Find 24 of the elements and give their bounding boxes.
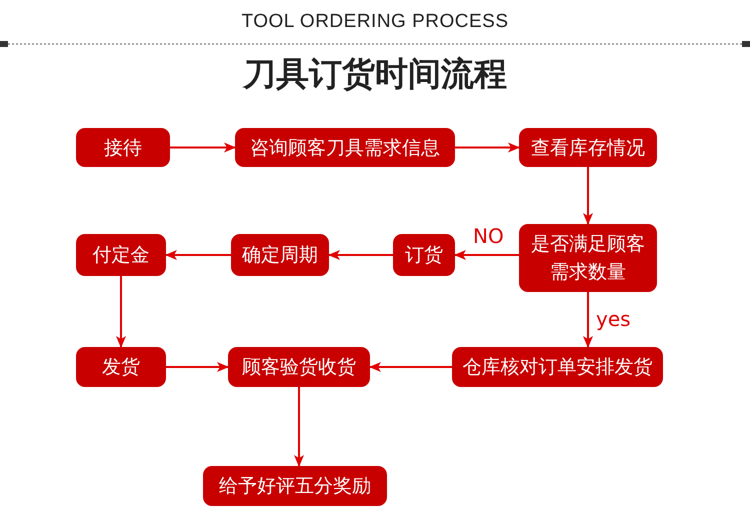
process-box: 发货 xyxy=(76,347,166,387)
arrow xyxy=(294,387,304,467)
arrow xyxy=(583,167,593,225)
process-box: 付定金 xyxy=(76,234,166,276)
process-box: 确定周期 xyxy=(231,234,329,276)
arrow xyxy=(166,362,229,372)
arrow xyxy=(170,142,236,152)
subtitle: TOOL ORDERING PROCESS xyxy=(241,11,509,32)
arrow xyxy=(328,250,393,260)
process-box: 查看库存情况 xyxy=(519,128,657,167)
process-box: 咨询顾客刀具需求信息 xyxy=(235,128,455,167)
arrow xyxy=(454,250,519,260)
process-box: 仓库核对订单安排发货 xyxy=(452,347,663,387)
process-box: 是否满足顾客需求数量 xyxy=(519,224,657,292)
process-box: 接待 xyxy=(76,128,170,167)
arrow xyxy=(165,250,231,260)
arrow xyxy=(583,292,593,348)
process-box: 给予好评五分奖励 xyxy=(203,466,387,506)
process-box: 顾客验货收货 xyxy=(228,347,370,387)
title: 刀具订货时间流程 xyxy=(243,54,507,93)
arrow xyxy=(116,276,126,348)
arrow xyxy=(455,142,520,152)
arrow xyxy=(369,362,452,372)
process-box: 订货 xyxy=(393,234,455,276)
